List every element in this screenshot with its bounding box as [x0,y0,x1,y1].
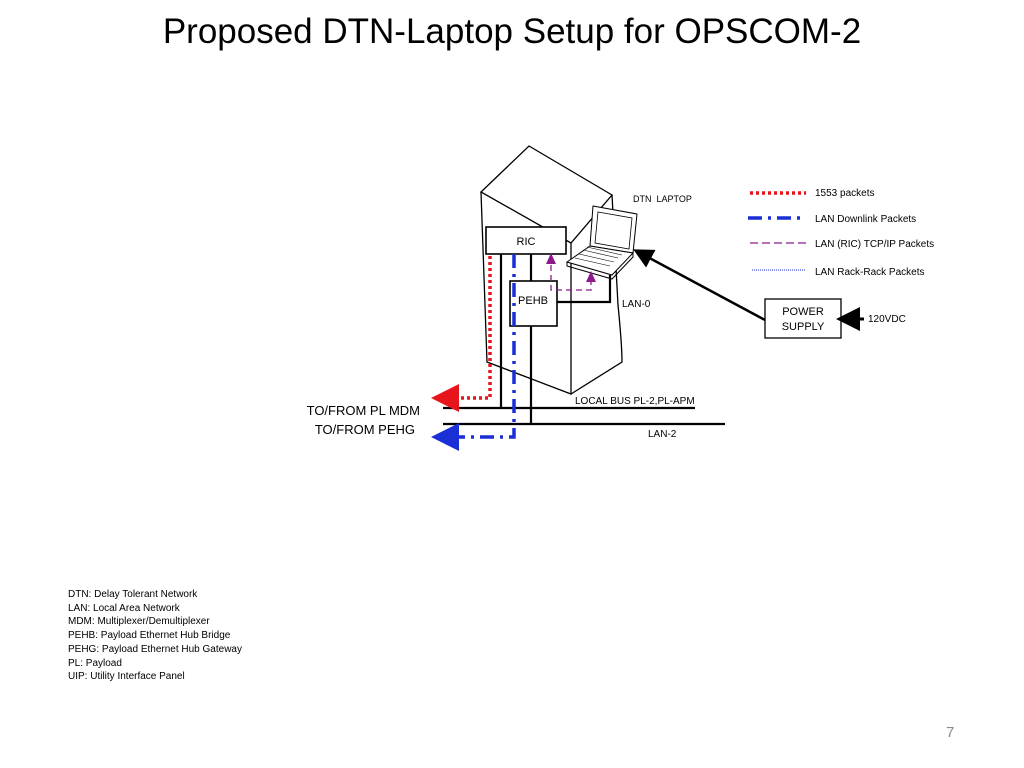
legend-downlink-label: LAN Downlink Packets [815,214,916,225]
power-to-laptop-line [633,249,766,322]
legend: 1553 packets LAN Downlink Packets LAN (R… [748,188,934,278]
page-number: 7 [946,724,955,741]
local-bus-label: LOCAL BUS PL-2,PL-APM [575,396,695,407]
wiring [443,254,725,426]
abbrev-item: PEHB: Payload Ethernet Hub Bridge [68,630,231,642]
abbrev-item: PL: Payload [68,657,122,669]
rack-cabinet [479,145,623,395]
ric-label: RIC [517,236,536,248]
pehb-box [509,280,558,327]
lan0-label: LAN-0 [622,299,651,310]
abbrev-item: PEHG: Payload Ethernet Hub Gateway [68,643,242,655]
legend-1553-label: 1553 packets [815,188,875,199]
abbrev-item: UIP: Utility Interface Panel [68,671,185,683]
tcpip-arrow-up-right [586,271,596,282]
1553-path [431,256,492,412]
lan-ric-tcpip-path [550,265,592,291]
lan2-label: LAN-2 [648,429,677,440]
power-supply-label-2: SUPPLY [782,321,825,333]
abbrev-item: DTN: Delay Tolerant Network [68,589,198,600]
power-supply-box [764,298,842,339]
to-from-pehg-label: TO/FROM PEHG [315,422,415,437]
abbrev-item: LAN: Local Area Network [68,602,180,614]
pehb-label: PEHB [518,295,548,307]
lan-downlink-path [431,254,516,451]
to-from-mdm-label: TO/FROM PL MDM [307,403,420,418]
abbrev-item: MDM: Multiplexer/Demultiplexer [68,616,210,628]
slide-title: Proposed DTN-Laptop Setup for OPSCOM-2 [162,12,862,51]
voltage-label: 120VDC [868,314,906,325]
dtn-laptop-label: DTN LAPTOP [633,194,692,204]
tcpip-arrow-up-left [546,253,556,264]
laptop-icon [565,205,638,280]
legend-tcpip-label: LAN (RIC) TCP/IP Packets [815,239,934,250]
power-supply-label-1: POWER [782,306,824,318]
abbreviation-list: DTN: Delay Tolerant Network LAN: Local A… [68,588,242,684]
ric-box [485,226,567,255]
legend-rack-label: LAN Rack-Rack Packets [815,267,924,278]
